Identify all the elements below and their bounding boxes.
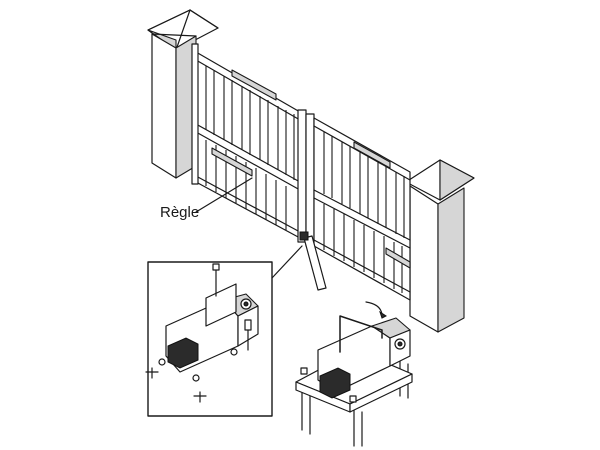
ruler-label: Règle xyxy=(160,204,200,221)
gate-leaf-right xyxy=(313,117,411,301)
gate-center-posts xyxy=(297,109,315,247)
actuator-arm xyxy=(211,147,327,291)
gate-leaf-left xyxy=(191,43,301,239)
upper-pickets-left xyxy=(205,66,295,180)
left-pillar xyxy=(147,9,219,179)
ground-bracket-detail xyxy=(295,301,413,447)
ruler-leader-line xyxy=(195,177,253,213)
right-pillar xyxy=(405,159,475,333)
lower-pickets-right xyxy=(323,204,403,293)
detail-inset xyxy=(145,245,303,417)
upper-pickets-right xyxy=(323,132,405,238)
